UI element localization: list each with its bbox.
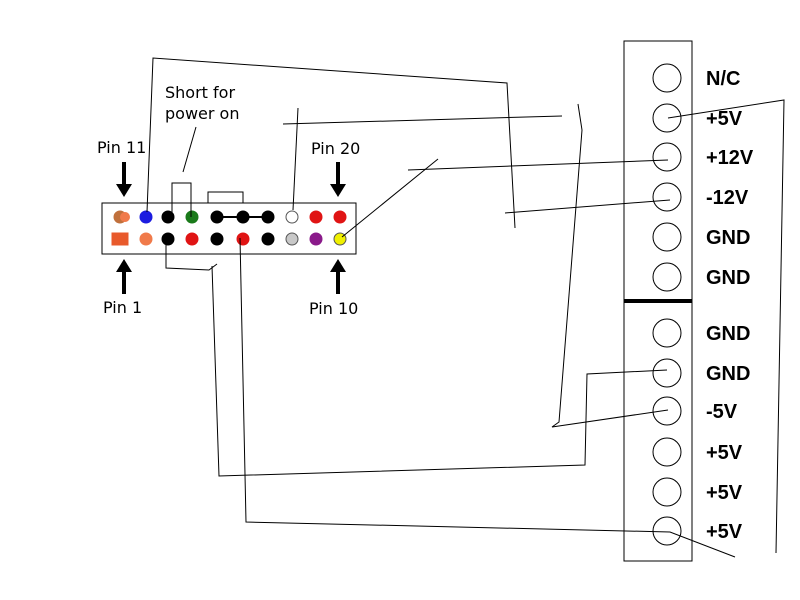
wire-yellow-pin: [341, 158, 439, 238]
terminal-screw-12: [652, 516, 682, 546]
wire-white-pin: [292, 107, 299, 211]
power-on-jumper: [171, 182, 192, 217]
pin11-arrow-icon: [116, 162, 132, 197]
short-note-line2: power on: [165, 104, 239, 123]
terminal-label-6: GND: [706, 267, 750, 289]
top-row-pin-1-overlap: [120, 212, 130, 222]
connector-housing: [101, 202, 357, 255]
short-note-line1: Short for: [165, 83, 235, 102]
terminal-screw-3: [652, 142, 682, 172]
terminal-screw-8: [652, 358, 682, 388]
terminal-screw-11: [652, 477, 682, 507]
terminal-label-1: N/C: [706, 68, 740, 90]
terminal-screw-6: [652, 262, 682, 292]
wire-neg5v-stub: [504, 199, 671, 214]
connector-latch: [207, 191, 244, 205]
top-row-pin-9: [309, 210, 323, 224]
wire-plus5v-top: [667, 99, 785, 554]
wire-gnd-ground: [165, 238, 218, 271]
top-row-pin-4: [185, 210, 199, 224]
terminal-label-9: -5V: [706, 401, 738, 423]
terminal-label-11: +5V: [706, 482, 743, 504]
bottom-row-pin-5: [210, 232, 224, 246]
wire-gnd-long: [211, 265, 668, 477]
connector-bottom-row: [111, 232, 347, 246]
terminal-label-8: GND: [706, 363, 750, 385]
pin20-label: Pin 20: [311, 139, 360, 158]
connector-top-row: [113, 210, 347, 224]
bottom-row-pin-7: [261, 232, 275, 246]
bottom-row-pin-8: [285, 232, 299, 246]
top-row-pin-2: [139, 210, 153, 224]
atx-connector: [101, 191, 357, 255]
terminal-block: N/C +5V +12V -12V GND GND GND GND -5V +5V +5V +5V: [623, 40, 754, 562]
terminal-label-2: +5V: [706, 108, 743, 130]
wire-plus12v: [407, 159, 669, 171]
top-row-pin-8: [285, 210, 299, 224]
wire-neg12v-link: [282, 115, 563, 125]
bottom-row-pin-6: [236, 232, 250, 246]
terminal-label-3: +12V: [706, 147, 754, 169]
wire-neg5v-right: [551, 103, 669, 428]
top-row-pin-6: [236, 210, 250, 224]
pin1-label: Pin 1: [103, 298, 142, 317]
terminal-label-12: +5V: [706, 521, 743, 543]
bottom-row-pin-2: [139, 232, 153, 246]
terminal-screw-7: [652, 318, 682, 348]
terminal-label-5: GND: [706, 227, 750, 249]
jumper-pointer-line: [182, 126, 197, 173]
bottom-row-pin-4: [185, 232, 199, 246]
pin20-arrow-icon: [330, 162, 346, 197]
bottom-row-pin-3: [161, 232, 175, 246]
top-row-pin-10: [333, 210, 347, 224]
pin10-arrow-icon: [330, 259, 346, 294]
terminal-screw-2: [652, 103, 682, 133]
top-row-pin-7: [261, 210, 275, 224]
terminal-screw-1: [652, 63, 682, 93]
wire-neg5v: [146, 57, 516, 229]
pin1-arrow-icon: [116, 259, 132, 294]
pin11-label: Pin 11: [97, 138, 146, 157]
bottom-row-pin-9: [309, 232, 323, 246]
wiring: [146, 57, 785, 558]
terminal-screw-4: [652, 182, 682, 212]
top-row-pin-3: [161, 210, 175, 224]
terminal-label-7: GND: [706, 323, 750, 345]
terminal-screw-5: [652, 222, 682, 252]
pin10-label: Pin 10: [309, 299, 358, 318]
terminal-label-4: -12V: [706, 187, 749, 209]
terminal-screw-10: [652, 437, 682, 467]
wire-plus5v-bottom: [239, 237, 736, 558]
terminal-label-10: +5V: [706, 442, 743, 464]
top-row-pin-5: [210, 210, 224, 224]
bottom-row-pin-1: [111, 232, 129, 246]
terminal-screw-9: [652, 396, 682, 426]
